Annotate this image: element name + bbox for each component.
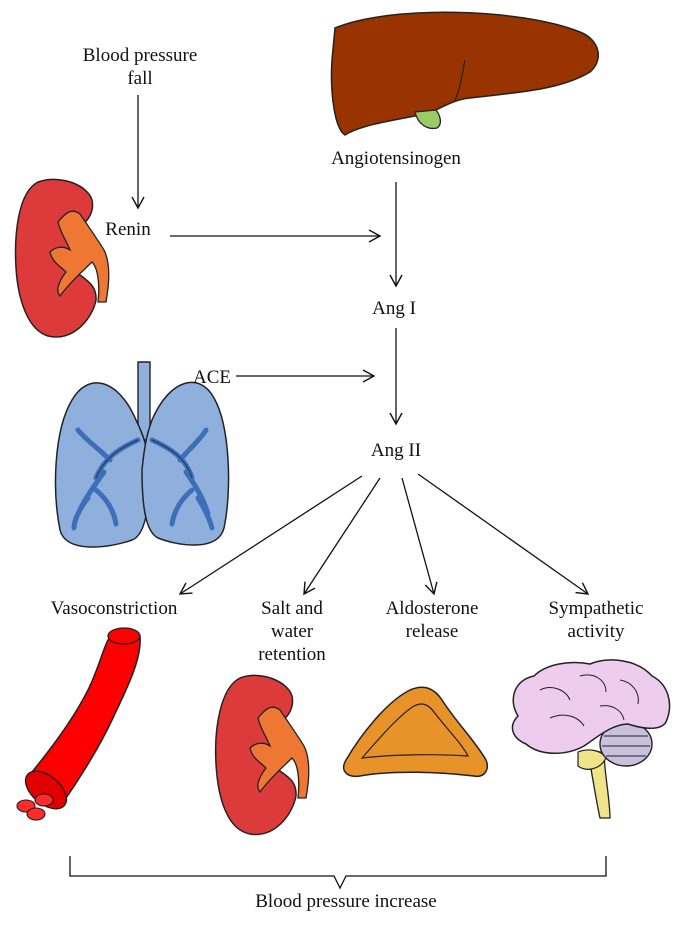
label-ang-i: Ang I [372, 298, 416, 319]
label-ace: ACE [193, 367, 231, 388]
adrenal-gland-icon [342, 686, 488, 778]
kidney-icon [14, 178, 110, 338]
label-renin: Renin [105, 219, 151, 240]
lungs-icon [54, 361, 230, 548]
gallbladder-icon [414, 109, 442, 130]
label-aldosterone-release: Aldosterone release [385, 598, 479, 642]
blood-vessel-icon [16, 627, 141, 821]
label-vasoconstriction: Vasoconstriction [50, 598, 178, 619]
label-blood-pressure-fall: Blood pressure fall [82, 45, 198, 89]
kidney-icon [214, 674, 310, 836]
brain-icon [511, 659, 671, 819]
label-sympathetic-activity: Sympathetic activity [548, 598, 644, 642]
arrow-to-aldosterone [401, 477, 438, 596]
label-angiotensinogen: Angiotensinogen [331, 148, 461, 169]
label-blood-pressure-increase: Blood pressure increase [255, 891, 437, 912]
arrow-to-vasoconstriction [178, 475, 363, 595]
arrow-to-salt-water-retention [303, 477, 381, 596]
bottom-brace [69, 856, 607, 890]
liver-icon [330, 11, 600, 136]
label-ang-ii: Ang II [370, 440, 422, 461]
label-salt-water-retention: Salt and water retention [258, 598, 326, 665]
arrow-to-sympathetic [417, 473, 590, 595]
